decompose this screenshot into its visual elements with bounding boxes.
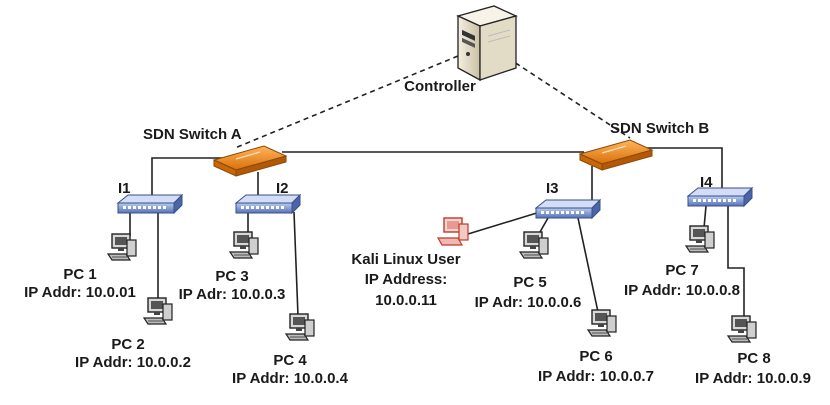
pc4-ip: IP Addr: 10.0.0.4 <box>232 370 348 387</box>
link-swa-i1 <box>151 157 222 196</box>
control-link-b <box>507 57 631 139</box>
pc6-name: PC 6 <box>579 348 613 365</box>
hub-i3-label: I3 <box>546 180 559 197</box>
link-layer <box>129 55 745 320</box>
kali-ip-value: 10.0.0.11 <box>375 292 437 309</box>
hub-i4-icon <box>687 187 753 207</box>
pc8-ip: IP Addr: 10.0.0.9 <box>695 370 811 387</box>
pc3-workstation-icon <box>229 231 259 259</box>
pc8-workstation-icon <box>727 315 757 343</box>
link-i4-pc8 <box>727 206 745 320</box>
kali-ip-label: IP Address: <box>364 271 448 288</box>
pc2-workstation-icon <box>143 297 173 325</box>
sdn-switch-a-icon <box>213 145 287 177</box>
pc4-workstation-icon <box>285 313 315 341</box>
hub-i2-icon <box>235 194 301 214</box>
hub-i1-icon <box>117 194 183 214</box>
server-icon <box>456 5 518 82</box>
pc1-ip: IP Addr: 10.0.01 <box>24 284 136 301</box>
pc7-workstation-icon <box>685 225 715 253</box>
controller-label: Controller <box>404 78 476 95</box>
hub-i1-label: I1 <box>118 180 131 197</box>
pc3-ip: IP Adr: 10.0.0.3 <box>178 286 286 303</box>
attacker-workstation-icon <box>436 217 469 246</box>
pc1-workstation-icon <box>107 233 137 261</box>
pc2-ip: IP Addr: 10.0.0.2 <box>75 354 191 371</box>
pc2-name: PC 2 <box>111 336 145 353</box>
switch-b-label: SDN Switch B <box>610 120 710 137</box>
pc5-ip: IP Adr: 10.0.0.6 <box>474 294 582 311</box>
pc5-name: PC 5 <box>513 274 547 291</box>
sdn-switch-b-icon <box>579 139 653 171</box>
link-swb-i4 <box>644 147 723 190</box>
pc6-ip: IP Addr: 10.0.0.7 <box>538 368 654 385</box>
pc8-name: PC 8 <box>737 350 771 367</box>
control-link-a <box>234 55 459 149</box>
pc3-name: PC 3 <box>215 268 249 285</box>
pc4-name: PC 4 <box>273 352 307 369</box>
pc7-name: PC 7 <box>665 262 699 279</box>
pc6-workstation-icon <box>587 309 617 337</box>
link-i3-pc6 <box>577 217 599 313</box>
kali-name: Kali Linux User <box>351 251 461 268</box>
pc1-name: PC 1 <box>63 266 97 283</box>
hub-i2-label: I2 <box>276 180 289 197</box>
pc5-workstation-icon <box>519 231 549 259</box>
link-i3-kali <box>467 211 541 235</box>
link-i3-pc5 <box>539 217 549 233</box>
link-i4-pc7 <box>703 205 707 229</box>
hub-i4-label: I4 <box>700 174 713 191</box>
switch-a-label: SDN Switch A <box>143 126 242 143</box>
link-i2-pc4 <box>293 211 299 317</box>
pc7-ip: IP Addr: 10.0.0.8 <box>624 282 740 299</box>
hub-i3-icon <box>535 199 601 219</box>
